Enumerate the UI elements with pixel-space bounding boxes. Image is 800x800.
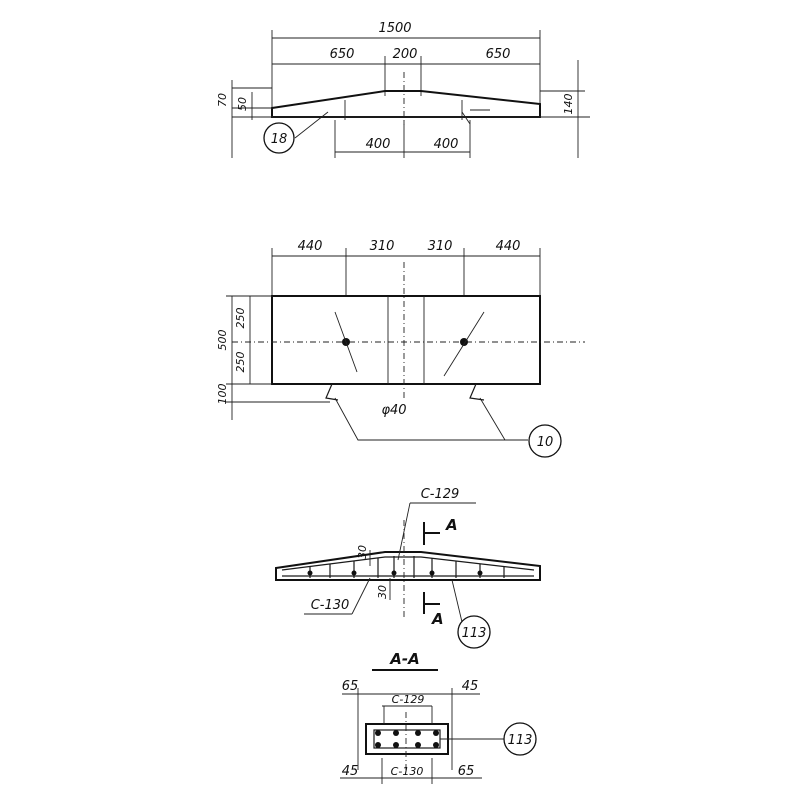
reinforcement-outline (275, 551, 541, 581)
bubble-section-113: 113 (508, 733, 533, 748)
dim-plan-310-right: 310 (428, 239, 453, 254)
dim-section-45-bottom: 45 (342, 764, 359, 779)
label-section-c129: C-129 (392, 693, 425, 706)
dim-cover-30-top: 30 (356, 545, 369, 559)
dim-section-45-top: 45 (462, 679, 479, 694)
dim-plan-440-right: 440 (496, 239, 521, 254)
view-plan: 440 310 310 440 500 250 250 100 φ40 (216, 239, 585, 458)
view-section-aa: A-A 65 45 C-129 113 45 C-130 (340, 650, 537, 784)
dim-section-65-top: 65 (342, 679, 359, 694)
dim-400-left: 400 (366, 137, 391, 152)
dim-mid-segment: 200 (393, 47, 418, 62)
dim-height-140: 140 (562, 94, 575, 115)
dim-height-50: 50 (236, 97, 249, 111)
dim-plan-500: 500 (216, 330, 229, 351)
label-c129: C-129 (421, 487, 460, 502)
bubble-10: 10 (537, 435, 554, 450)
view-reinforcement: A A C-129 C-130 30 30 113 (275, 487, 541, 649)
dim-plan-100: 100 (216, 384, 229, 405)
view-elevation: 1500 650 200 650 70 50 140 400 400 (216, 21, 590, 158)
bubble-18: 18 (271, 132, 288, 147)
dim-plan-310-left: 310 (370, 239, 395, 254)
section-title: A-A (389, 650, 419, 668)
bubble-113: 113 (462, 626, 487, 641)
section-mark-top: A (445, 516, 458, 534)
dim-plan-440-left: 440 (298, 239, 323, 254)
label-section-c130: C-130 (391, 765, 424, 778)
dim-left-segment: 650 (330, 47, 355, 62)
plan-outline (271, 295, 541, 385)
elevation-outline (271, 90, 541, 118)
label-c130: C-130 (311, 598, 350, 613)
dim-plan-250-top: 250 (234, 308, 247, 329)
label-diameter: φ40 (381, 403, 406, 418)
dim-cover-30-bottom: 30 (376, 585, 389, 599)
dim-plan-250-bottom: 250 (234, 352, 247, 373)
dim-overall-length: 1500 (378, 21, 411, 36)
section-outline (365, 723, 449, 755)
dim-height-70: 70 (216, 93, 229, 107)
section-mark-bottom: A (431, 610, 444, 628)
bar-c129 (281, 556, 535, 571)
dim-section-65-bottom: 65 (458, 764, 475, 779)
dim-right-segment: 650 (486, 47, 511, 62)
dim-400-right: 400 (434, 137, 459, 152)
